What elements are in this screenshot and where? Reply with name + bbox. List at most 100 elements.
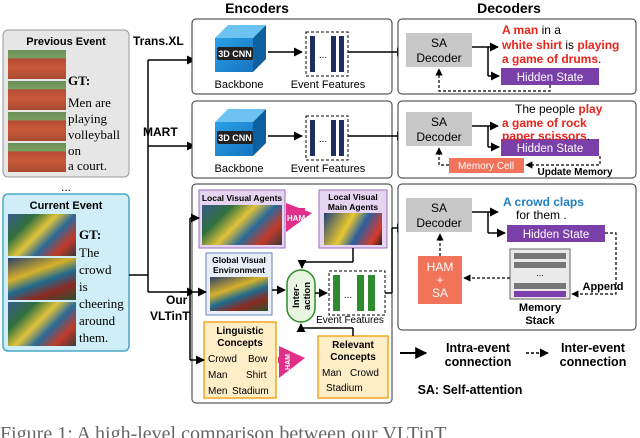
out1-p5: playing — [577, 38, 619, 52]
local-agents-label: Local Visual Agents — [202, 193, 283, 203]
memory-slot-new — [514, 291, 566, 297]
interaction-label-2: action — [302, 282, 313, 310]
recurrence-arrow-1 — [435, 68, 551, 92]
cnn-label-2: 3D CNN — [218, 133, 252, 143]
previous-event-title: Previous Event — [26, 36, 106, 48]
hidden-state-label-3: Hidden State — [523, 229, 590, 241]
sa-label-3: SA — [431, 201, 447, 215]
hidden-state-label-1: Hidden State — [517, 72, 584, 84]
feature-dots: ... — [344, 290, 352, 301]
feature-bar-green — [333, 275, 340, 311]
feature-bar-green — [368, 275, 375, 311]
decoders-header: Decoders — [477, 0, 541, 16]
out2-p2: play — [578, 102, 602, 116]
out1-p1: A man — [502, 23, 538, 37]
relevant-word-2: Crowd — [350, 368, 379, 379]
feature-bar — [331, 120, 336, 156]
ham-sa-label-3: SA — [432, 286, 448, 300]
sa-decoder-box-1 — [406, 33, 472, 67]
feature-bar — [339, 36, 344, 72]
append-label: Append — [583, 281, 624, 293]
relevant-concepts-box — [317, 335, 389, 399]
cnn-label-bg-1 — [217, 47, 253, 60]
current-gt-line-1: The — [79, 245, 99, 260]
memory-stack-label-2: Stack — [525, 315, 555, 327]
hidden-state-box-1 — [501, 68, 599, 85]
linguistic-label-2: Concepts — [217, 338, 263, 349]
cnn-label-1: 3D CNN — [218, 49, 252, 59]
local-main-agents-label-2: Main Agents — [328, 202, 378, 212]
ham-block-top — [286, 203, 312, 232]
decoder-label-3: Decoder — [416, 216, 461, 230]
cnn-label-bg-2 — [217, 131, 253, 144]
diagram-canvas: Encoders Decoders Previous Event GT: Men… — [2, 0, 637, 404]
output-caption-2b: a game of rock — [502, 116, 587, 130]
output-caption-1a: A man in a — [502, 23, 561, 37]
ham-label-bottom: HAM — [285, 354, 292, 370]
local-main-agents-label-1: Local Visual — [328, 192, 377, 202]
model-label-ours-2: VLTinT — [150, 309, 190, 323]
interaction-module — [286, 269, 316, 323]
feature-dots: ... — [319, 50, 327, 61]
sa-label-2: SA — [431, 115, 447, 129]
global-visual-label-2: Environment — [213, 265, 265, 275]
previous-gt-line-1: Men are — [68, 95, 111, 110]
feature-frame-1 — [305, 31, 349, 77]
output-caption-3a: A crowd claps — [503, 195, 584, 209]
append-arrow — [571, 232, 617, 298]
linguistic-word-1: Crowd — [208, 354, 237, 365]
previous-frame-1 — [8, 50, 66, 79]
previous-gt-line-2: playing — [68, 111, 107, 126]
global-visual-label-1: Global Visual — [212, 255, 266, 265]
memory-stack-label-1: Memory — [519, 302, 562, 314]
ham-block-bottom — [279, 346, 305, 378]
current-event-title: Current Event — [30, 200, 103, 212]
out1-p6: a game of drums — [502, 52, 598, 66]
relevant-label-1: Relevant — [332, 340, 374, 351]
relevant-word-1: Man — [322, 368, 341, 379]
output-caption-1b: white shirt is playing — [501, 38, 619, 52]
current-gt-line-2: crowd — [79, 262, 112, 277]
figure-caption: Figure 1: A high-level comparison betwee… — [0, 424, 447, 438]
linguistic-concepts-box — [203, 321, 277, 399]
update-memory-arrow — [525, 156, 601, 169]
feature-bar-green — [357, 275, 364, 311]
ham-sa-label-1: HAM — [427, 260, 454, 274]
output-caption-2a: The people play — [515, 102, 603, 116]
encoders-header: Encoders — [225, 0, 289, 16]
output-caption-2c: paper scissors. — [502, 129, 590, 143]
out1-p4: is — [562, 38, 577, 52]
current-gt-line-4: cheering — [79, 296, 124, 311]
feature-bar — [310, 36, 315, 72]
previous-gt-label: GT: — [68, 73, 90, 88]
decoder-label-2: Decoder — [416, 130, 461, 144]
relevant-label-2: Concepts — [330, 352, 376, 363]
feature-dots: ... — [319, 134, 327, 145]
current-gt-line-6: them. — [79, 330, 108, 345]
model-label-transxl: Trans.XL — [133, 34, 184, 48]
legend-intra-label-1: Intra-event — [446, 341, 511, 355]
out2-p1: The people — [515, 102, 578, 116]
ellipsis: ... — [61, 180, 71, 194]
linguistic-word-4: Shirt — [246, 370, 267, 381]
previous-gt-line-3: volleyball — [68, 127, 120, 142]
event-features-label-1: Event Features — [291, 79, 366, 91]
memory-slot — [514, 253, 566, 259]
feature-bar — [339, 120, 344, 156]
main-agents-image — [324, 213, 382, 245]
linguistic-word-3: Man — [208, 370, 227, 381]
previous-frame-4 — [8, 143, 66, 172]
linguistic-word-2: Bow — [248, 354, 268, 365]
sa-label-1: SA — [431, 36, 447, 50]
current-gt-line-5: around — [79, 313, 116, 328]
memory-cell-label: Memory Cell — [458, 161, 514, 172]
feature-bar — [331, 36, 336, 72]
current-gt-line-3: is — [79, 279, 88, 294]
linguistic-word-5: Men — [208, 386, 227, 397]
legend-intra-label-2: connection — [445, 355, 512, 369]
relevant-word-3: Stadium — [326, 383, 363, 394]
sa-decoder-box-3 — [406, 198, 472, 232]
hidden-state-box-2 — [501, 139, 599, 156]
out1-p7: . — [598, 52, 601, 66]
